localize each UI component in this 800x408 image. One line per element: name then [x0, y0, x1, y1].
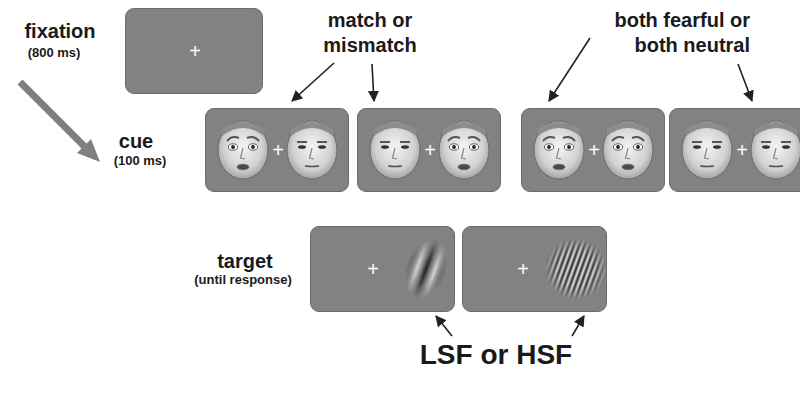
leader-arrow — [292, 63, 334, 101]
condition-note: both fearful or both neutral — [582, 8, 750, 58]
face-image — [287, 121, 337, 179]
flow-arrow-shaft — [20, 82, 87, 149]
cue-screen: + — [205, 108, 349, 192]
hsf-grating — [523, 213, 629, 325]
fixation-cross: + — [517, 259, 529, 279]
leader-arrow — [738, 64, 752, 101]
leader-arrow — [372, 64, 374, 101]
leader-arrow — [436, 316, 452, 336]
flow-arrow — [20, 82, 100, 162]
face-image — [751, 121, 800, 179]
leader-arrow — [549, 38, 590, 101]
flow-arrow-head — [77, 139, 100, 162]
fixation-cross: + — [588, 140, 600, 160]
cue-screen: + — [521, 108, 665, 192]
face-image — [370, 121, 420, 179]
cue-screen: + — [357, 108, 501, 192]
fixation-cross: + — [736, 140, 748, 160]
cue-screen: + — [669, 108, 800, 192]
fixation-cross: + — [189, 41, 201, 61]
lsf-grating — [373, 213, 479, 325]
phase-name: cue — [108, 130, 164, 152]
fixation-screen: + — [125, 8, 263, 94]
phase-name: target — [190, 250, 300, 272]
target-screen: + — [462, 226, 607, 312]
fixation-cross: + — [367, 259, 379, 279]
face-image — [603, 121, 653, 179]
target-screen: + — [310, 226, 455, 312]
duration-note: (until response) — [178, 272, 308, 288]
face-image — [439, 121, 489, 179]
fixation-cross: + — [424, 140, 436, 160]
condition-note: LSF or HSF — [396, 340, 596, 370]
phase-name: fixation — [8, 20, 112, 42]
fixation-cross: + — [272, 140, 284, 160]
duration-note: (100 ms) — [100, 153, 180, 169]
duration-note: (800 ms) — [8, 45, 100, 61]
condition-note: match or mismatch — [312, 8, 428, 58]
face-image — [682, 121, 732, 179]
leader-arrow — [572, 316, 584, 336]
face-image — [218, 121, 268, 179]
face-image — [534, 121, 584, 179]
